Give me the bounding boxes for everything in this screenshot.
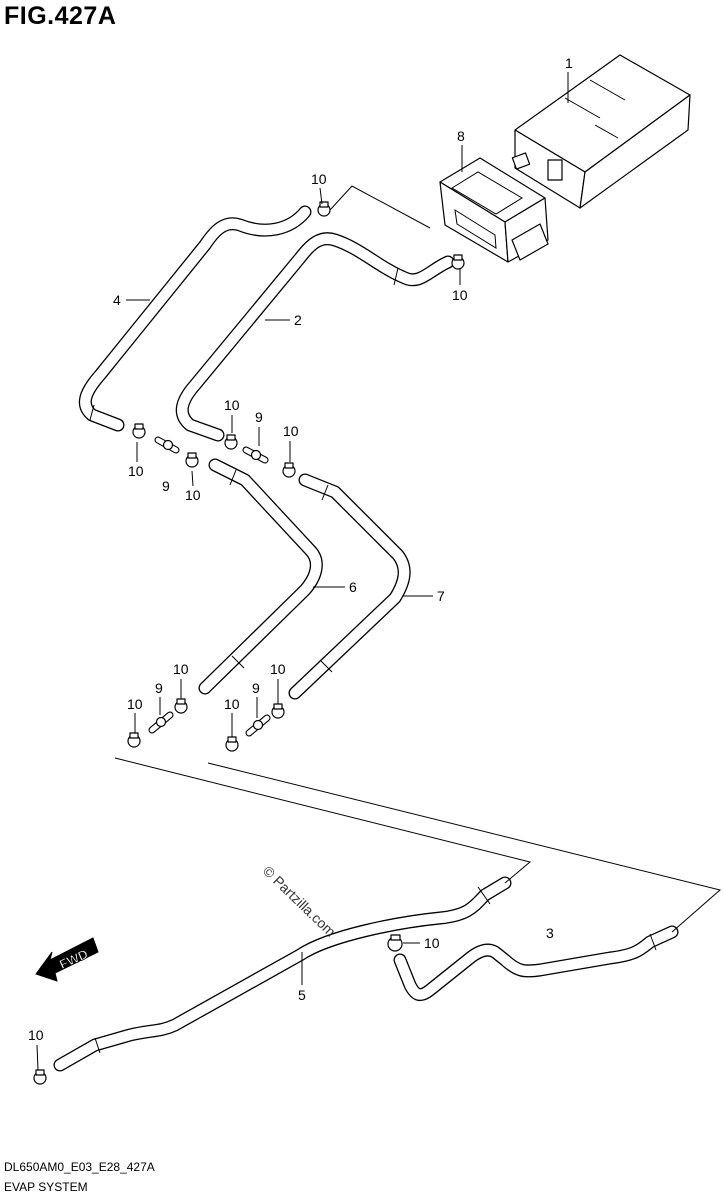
callout-part-9: 9 [155, 680, 163, 696]
callout-part-10: 10 [283, 423, 299, 439]
callout-part-10: 10 [224, 397, 240, 413]
canister-bracket-part-8[interactable] [439, 157, 549, 263]
hose-clamp[interactable] [451, 254, 465, 270]
figure-title: FIG.427A [4, 2, 117, 30]
callout-part-10: 10 [127, 696, 143, 712]
callout-part-3: 3 [546, 925, 554, 941]
hose-part-5[interactable] [53, 876, 512, 1072]
callout-part-10: 10 [185, 487, 201, 503]
hose-clamp[interactable] [282, 462, 296, 478]
leader-lines [36, 72, 569, 1071]
forward-direction-arrow: FWD [35, 937, 99, 982]
callout-part-10: 10 [128, 463, 144, 479]
callout-part-9: 9 [252, 680, 260, 696]
svg-text:FWD: FWD [57, 946, 90, 972]
hose-clamp[interactable] [225, 736, 239, 752]
callout-part-8: 8 [457, 128, 465, 144]
callout-part-7: 7 [437, 588, 445, 604]
callout-part-10: 10 [224, 696, 240, 712]
routing-line [207, 762, 722, 933]
hose-part-2[interactable] [175, 232, 455, 442]
canister-part-1[interactable] [511, 54, 691, 209]
hose-part-4[interactable] [78, 205, 312, 432]
callout-part-10: 10 [270, 661, 286, 677]
hose-clamp[interactable] [174, 698, 188, 714]
callout-part-9: 9 [255, 409, 263, 425]
callout-part-9: 9 [162, 478, 170, 494]
hose-connector[interactable] [154, 436, 180, 454]
routing-line [114, 757, 532, 884]
hose-clamp[interactable] [224, 434, 238, 450]
watermark: © Partzilla.com [260, 863, 339, 940]
hose-clamp[interactable] [132, 423, 146, 439]
section-name: EVAP SYSTEM [4, 1180, 88, 1194]
hose-part-6[interactable] [198, 458, 323, 695]
callout-part-10: 10 [452, 287, 468, 303]
hose-clamp[interactable] [387, 934, 403, 952]
hose-part-7[interactable] [288, 473, 411, 700]
callout-part-2: 2 [294, 312, 302, 328]
hose-clamp[interactable] [185, 452, 199, 468]
callout-part-10: 10 [311, 171, 327, 187]
callout-part-10: 10 [173, 661, 189, 677]
callout-part-1: 1 [565, 55, 573, 71]
hose-clamp[interactable] [271, 703, 285, 719]
hose-part-3[interactable] [393, 925, 679, 1002]
hose-clamp[interactable] [127, 732, 141, 748]
hose-connector[interactable] [242, 446, 269, 464]
hose-clamp[interactable] [317, 201, 331, 217]
hose-connector[interactable] [245, 714, 271, 737]
callout-part-10: 10 [28, 1027, 44, 1043]
callout-part-10: 10 [424, 935, 440, 951]
callout-part-6: 6 [349, 579, 357, 595]
hose-clamp[interactable] [33, 1069, 47, 1085]
callout-part-5: 5 [298, 987, 306, 1003]
callout-part-4: 4 [113, 292, 121, 308]
hose-connector[interactable] [148, 711, 174, 734]
model-code: DL650AM0_E03_E28_427A [4, 1160, 155, 1174]
